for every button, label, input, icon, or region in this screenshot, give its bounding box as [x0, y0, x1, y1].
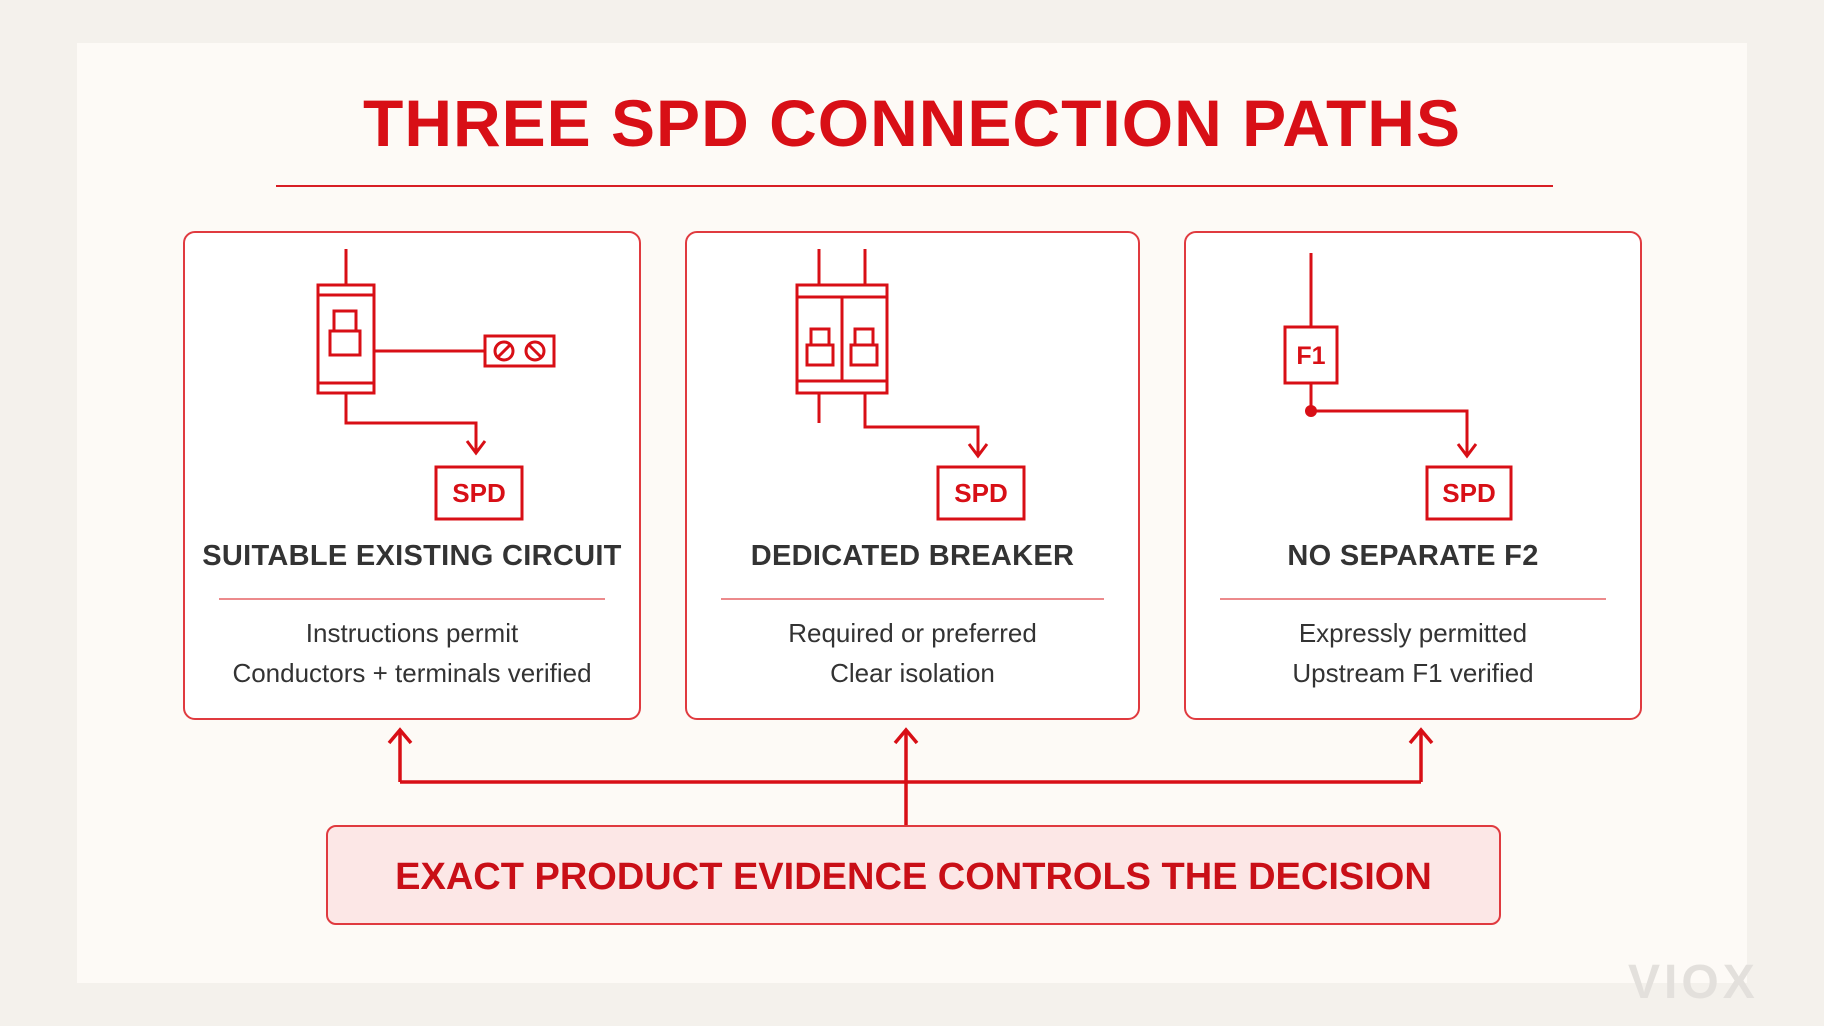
decision-text: EXACT PRODUCT EVIDENCE CONTROLS THE DECI… — [395, 856, 1432, 898]
junction-dot — [1305, 405, 1317, 417]
fuse-label: F1 — [1296, 342, 1325, 370]
card-divider — [721, 598, 1104, 600]
double-breaker-icon — [795, 283, 889, 395]
spd-box — [1425, 465, 1513, 521]
brand-watermark: VIOX — [1628, 956, 1759, 1009]
card-suitable-existing-circuit: SPD SUITABLE EXISTING CIRCUIT Instructio… — [183, 231, 641, 720]
spd-label: SPD — [452, 478, 505, 508]
arrow-icon — [1309, 383, 1469, 454]
arrow-icon — [863, 393, 980, 454]
spd-box — [434, 465, 524, 521]
card-detail: Instructions permit — [305, 618, 519, 648]
card-no-separate-f2: F1 SPD NO SEPARATE F2 Expressly permitte… — [1184, 231, 1642, 720]
double-breaker-diagram: SPD — [795, 249, 1026, 521]
fuse-diagram: F1 SPD — [1283, 253, 1513, 521]
title-divider — [276, 185, 1553, 187]
card-detail: Clear isolation — [830, 658, 995, 688]
spd-label: SPD — [954, 478, 1007, 508]
card-title: NO SEPARATE F2 — [1287, 540, 1539, 572]
card-detail: Required or preferred — [788, 618, 1037, 648]
card-detail: Expressly permitted — [1298, 618, 1528, 648]
decision-box: EXACT PRODUCT EVIDENCE CONTROLS THE DECI… — [326, 825, 1501, 925]
terminal-block-icon — [483, 334, 556, 368]
card-divider — [219, 598, 605, 600]
page-title: THREE SPD CONNECTION PATHS — [363, 86, 1461, 160]
card-title: SUITABLE EXISTING CIRCUIT — [202, 540, 622, 572]
card-title: DEDICATED BREAKER — [750, 540, 1075, 572]
breaker-diagram: SPD — [316, 249, 556, 521]
spd-box — [936, 465, 1026, 521]
card-detail: Upstream F1 verified — [1292, 658, 1534, 688]
arrow-icon — [344, 393, 478, 451]
spd-label: SPD — [1442, 478, 1495, 508]
card-divider — [1220, 598, 1606, 600]
card-dedicated-breaker: SPD DEDICATED BREAKER Required or prefer… — [685, 231, 1140, 720]
card-detail: Conductors + terminals verified — [232, 658, 592, 688]
